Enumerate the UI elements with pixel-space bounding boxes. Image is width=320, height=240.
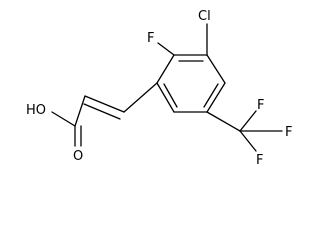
bond-vinyl-double-outer <box>84 95 125 113</box>
cf3-fluorine-bottom-label: F <box>256 153 263 168</box>
carbonyl-oxygen-label: O <box>73 149 83 164</box>
bond-ring-c6-c1 <box>156 82 175 113</box>
bond-carboxyl-oh <box>51 111 76 127</box>
bond-vinyl-double-inner <box>83 103 121 120</box>
bond-c2-f <box>157 42 175 56</box>
bond-ring-c3-c4 <box>206 54 226 84</box>
cf3-fluorine-top-label: F <box>257 98 264 113</box>
bond-ring-c1-c2 <box>156 54 175 84</box>
bond-cf3-f-bottom <box>239 130 257 152</box>
bond-ring-inner-c6-c1 <box>163 83 178 108</box>
bond-ring-c4-c5 <box>206 82 226 113</box>
bond-vinyl-carboxyl <box>74 95 86 127</box>
bond-ring-inner-c4-c5 <box>203 83 219 108</box>
molecule-drawing: Cl F F F F HO O <box>26 9 292 168</box>
bond-cf3-f-top <box>239 110 257 132</box>
hydroxyl-label: HO <box>26 103 46 118</box>
structure-canvas: Cl F F F F HO O <box>26 9 293 168</box>
bond-c5-cf3 <box>206 111 241 132</box>
benzene-ring <box>156 54 226 113</box>
chlorine-label: Cl <box>198 9 211 24</box>
bond-c1-vinyl <box>123 82 158 113</box>
ring-fluorine-label: F <box>147 31 154 46</box>
cf3-fluorine-right-label: F <box>285 125 292 140</box>
